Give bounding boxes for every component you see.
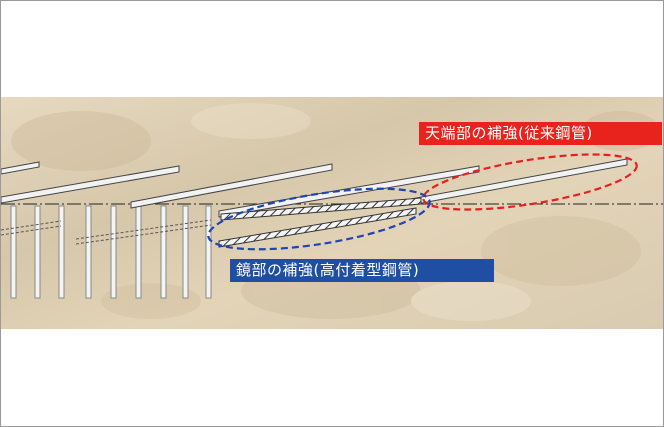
crown-conventional-pipes xyxy=(1,158,628,218)
pipe-3 xyxy=(130,163,333,209)
hatched-pipe-1 xyxy=(220,197,422,221)
crown-pipe-ellipse xyxy=(422,153,638,211)
pipe-4 xyxy=(218,165,480,218)
pipe-1 xyxy=(1,161,40,175)
pipe-2 xyxy=(1,165,180,204)
crown-reinforcement-label: 天端部の補強(従来鋼管) xyxy=(419,122,662,145)
dashed-inclined-pipes xyxy=(1,219,212,245)
face-pipe-ellipse xyxy=(207,187,431,251)
rock-texture xyxy=(11,103,661,321)
face-vertical-pipes xyxy=(10,205,212,299)
face-reinforcement-label: 鏡部の補強(高付着型鋼管) xyxy=(230,259,494,282)
